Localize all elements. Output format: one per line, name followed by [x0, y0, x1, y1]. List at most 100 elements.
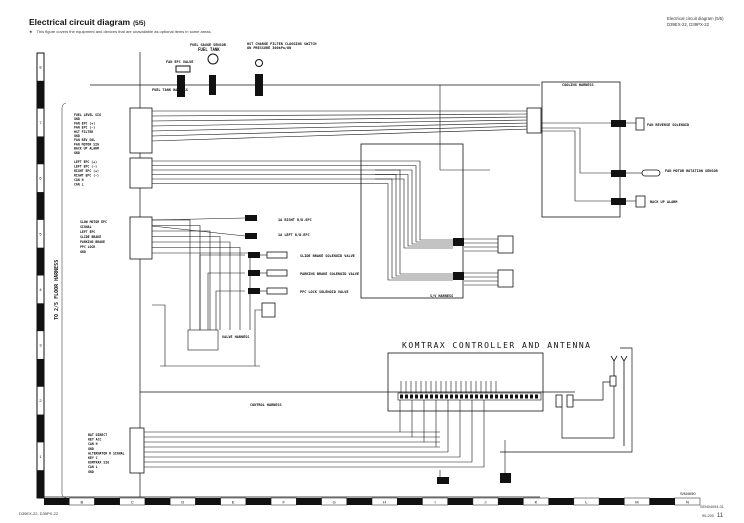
signal-label: HST FILTER — [74, 130, 93, 134]
fan-motor-label: FAN MOTOR ROTATION SENSOR — [665, 169, 719, 173]
bottom-connector-2 — [500, 473, 511, 483]
sv-block-2 — [497, 269, 514, 288]
komtrax-pin — [415, 394, 418, 399]
note-text: This figure covers the equipment and dev… — [36, 29, 212, 34]
signal-label: KEY C — [88, 456, 98, 460]
komtrax-pin — [470, 394, 473, 399]
sv-block-1 — [497, 235, 514, 254]
wire — [207, 272, 245, 330]
signal-label: GND — [74, 134, 80, 138]
wire — [152, 225, 201, 330]
col-label: G — [333, 500, 336, 505]
komtrax-pin — [480, 394, 483, 399]
col-band — [674, 497, 701, 506]
gps-antenna-icon — [610, 355, 618, 376]
hst-filter-connector — [255, 74, 263, 96]
hst-filter-switch-icon — [255, 59, 263, 67]
row-band — [37, 80, 44, 109]
wire — [144, 400, 440, 433]
signal-label: FAN EPC (+) — [74, 121, 95, 125]
row-label: 2 — [39, 398, 42, 403]
komtrax-pins — [400, 381, 538, 399]
fan-reverse-label: FAN REVERSE SOLENOID — [647, 123, 689, 127]
komtrax-pin-row — [397, 392, 542, 401]
col-label: I — [435, 500, 436, 505]
komtrax-pin — [410, 394, 413, 399]
slide-brake-valve-icon — [266, 251, 288, 259]
wire — [151, 119, 531, 127]
wire — [151, 122, 531, 132]
col-label: L — [585, 500, 588, 505]
signal-label: CAN H — [88, 442, 98, 446]
floor-harness-label: TO 2/5 FLOOR HARNESS — [54, 260, 60, 320]
col-band — [447, 498, 473, 505]
komtrax-pin — [495, 394, 498, 399]
wire — [152, 247, 241, 330]
col-label: H — [383, 500, 386, 505]
drawing-id: S/N4090 — [680, 491, 696, 496]
signal-label: LEFT EPC (-) — [74, 165, 97, 169]
komtrax-pin — [490, 394, 493, 399]
wire — [152, 230, 211, 330]
fan-epc-valve-icon — [175, 65, 191, 73]
komtrax-pin — [425, 394, 428, 399]
star-icon: ★ — [29, 29, 33, 34]
signal-label: GND — [74, 151, 80, 155]
col-band — [144, 498, 171, 505]
wire — [439, 85, 490, 171]
wire — [151, 113, 531, 117]
floor-harness-bracket — [61, 102, 67, 499]
wire — [375, 178, 453, 279]
komtrax-pin — [510, 394, 513, 399]
row-band — [37, 358, 44, 387]
col-label: N — [686, 500, 689, 505]
signal-label: KEY ACC — [88, 438, 102, 442]
backup-alarm-connector — [611, 198, 626, 205]
komtrax-pin — [535, 394, 538, 399]
komtrax-pin — [400, 394, 403, 399]
signal-label: PPC LOCK — [80, 245, 95, 249]
col-label: B — [81, 500, 84, 505]
col-label: E — [232, 500, 235, 505]
row-band — [37, 414, 44, 443]
hst-filter-label: HST CHARGE FILTER CLOGGING SWITCH — [247, 42, 317, 46]
left-epc-label: 1A LEFT R/D.EPC — [278, 233, 310, 237]
bottom-connector-1 — [437, 477, 449, 484]
connector-block-3 — [129, 216, 153, 260]
wire — [151, 225, 246, 237]
signal-label: GND — [88, 447, 94, 451]
komtrax-pin — [530, 394, 533, 399]
fuel-gauge-label: FUEL GAUGE SENSOR — [190, 43, 227, 47]
footer-doc-code: SEN04094-01 — [700, 505, 724, 509]
ppc-lock-label: PPC LOCK SOLENOID VALVE — [300, 290, 348, 294]
left-epc-connector — [245, 233, 257, 239]
komtrax-pin — [440, 394, 443, 399]
wire — [375, 169, 453, 245]
row-label: 7 — [39, 120, 42, 125]
fan-epc-connector — [177, 75, 185, 97]
antenna-cable-3 — [573, 381, 610, 401]
header-right-models: D39EX-22, D39PX-22 — [667, 22, 710, 27]
col-label: C — [131, 500, 134, 505]
wire — [152, 241, 231, 330]
signal-label: GND — [88, 470, 94, 474]
col-band — [68, 497, 95, 506]
fan-epc-label: FAN EPC VALVE — [166, 60, 193, 64]
komtrax-pin — [520, 394, 523, 399]
signal-label: SLOW MOTOR EPC — [80, 220, 107, 224]
signal-label: BACK UP ALARM — [74, 147, 99, 151]
fuel-gauge-sensor-icon — [207, 53, 219, 65]
wire — [215, 290, 245, 330]
footer-models: D39EX-22, D39PX-22 — [19, 511, 59, 516]
signal-label: RIGHT EPC (+) — [74, 169, 99, 173]
signal-label: LEFT EPC — [80, 230, 95, 234]
parking-brake-valve-icon — [266, 269, 288, 277]
signal-label: PARKING BRAKE — [80, 240, 105, 244]
signal-label: KOMTRAX SIG — [88, 461, 109, 465]
komtrax-pin — [500, 394, 503, 399]
right-epc-label: 1A RIGHT R/D.EPC — [278, 218, 312, 222]
wire — [375, 165, 453, 243]
